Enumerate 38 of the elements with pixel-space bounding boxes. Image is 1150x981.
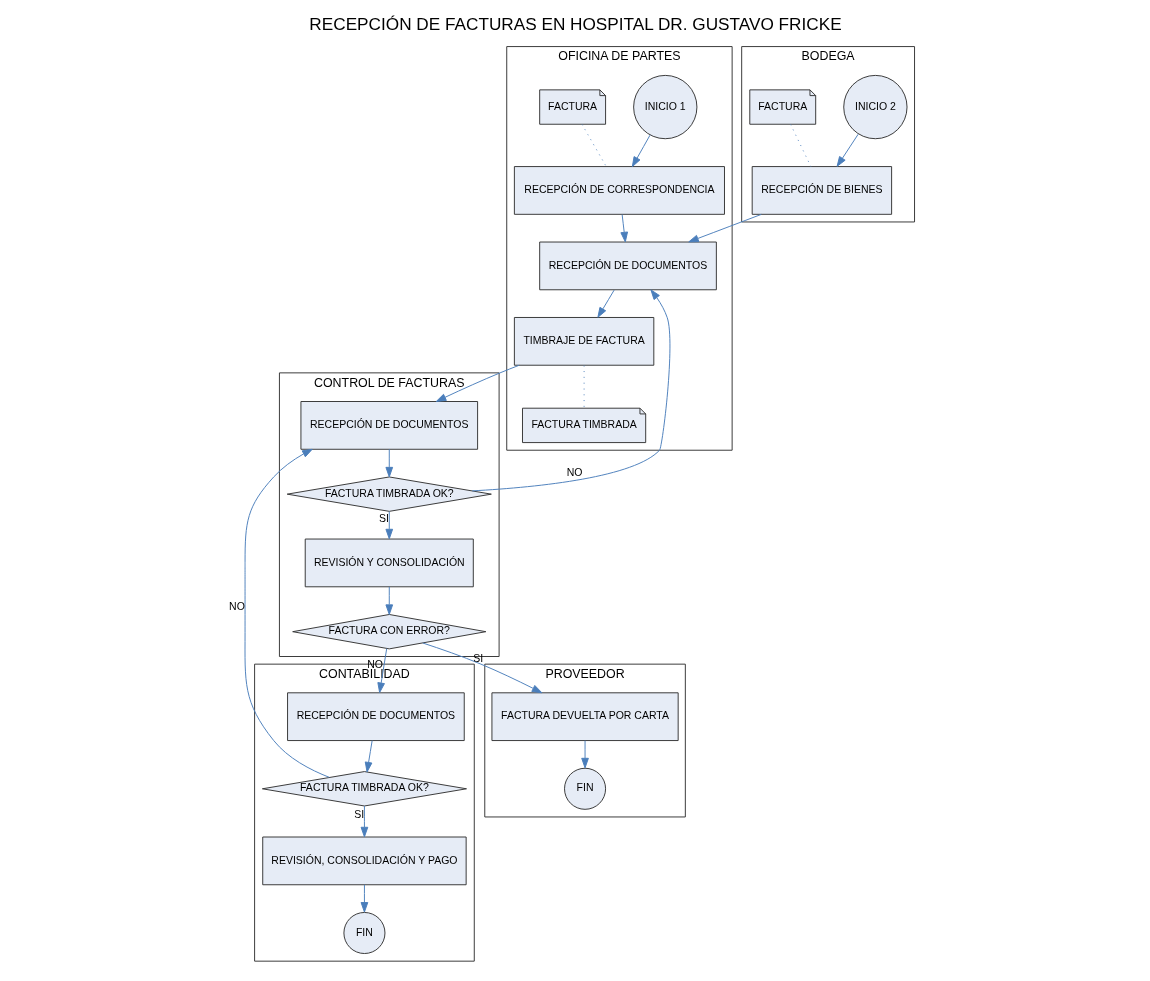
- node-diamond: FACTURA TIMBRADA OK?: [261, 771, 467, 807]
- diagram-title: RECEPCIÓN DE FACTURAS EN HOSPITAL DR. GUSTAVO FRICKE: [308, 13, 842, 34]
- node-box: TIMBRAJE DE FACTURA: [513, 317, 654, 366]
- arrow: [596, 289, 615, 318]
- arrow: [360, 884, 368, 913]
- node-box: RECEPCIÓN DE DOCUMENTOS: [538, 241, 717, 291]
- arrow: [619, 214, 628, 243]
- node-box: REVISIÓN, CONSOLIDACIÓN Y PAGO: [261, 836, 467, 886]
- arrow: [376, 648, 387, 693]
- node-diamond: FACTURA CON ERROR?: [291, 614, 486, 650]
- arrow: [384, 586, 393, 615]
- node-box: RECEPCIÓN DE DOCUMENTOS: [299, 401, 478, 450]
- node-circle: FIN: [563, 767, 606, 810]
- edge-label: NO: [566, 466, 583, 479]
- node-box: RECEPCIÓN DE CORRESPONDENCIA: [513, 166, 725, 215]
- arrow: [360, 805, 368, 838]
- arrow: [471, 289, 670, 492]
- arrow: [435, 364, 520, 402]
- arrow: [384, 511, 393, 540]
- node-box: FACTURA DEVUELTA POR CARTA: [490, 692, 679, 742]
- arrow: [836, 133, 859, 167]
- edge-label: NO: [228, 600, 245, 613]
- arrow: [631, 134, 650, 168]
- node-box: RECEPCIÓN DE DOCUMENTOS: [286, 692, 465, 742]
- node-box: REVISIÓN Y CONSOLIDACIÓN: [304, 538, 474, 588]
- arrow: [580, 740, 589, 769]
- node-diamond: FACTURA TIMBRADA OK?: [286, 476, 492, 512]
- arrow: [687, 213, 762, 243]
- edge-label: SI: [353, 808, 364, 821]
- node-circle: FIN: [342, 912, 385, 954]
- node-circle: INICIO 2: [842, 74, 907, 140]
- connector: [581, 124, 607, 168]
- node-circle: INICIO 1: [632, 74, 697, 140]
- arrow: [244, 448, 330, 778]
- arrow: [364, 740, 373, 773]
- arrow: [384, 448, 393, 478]
- node-box: RECEPCIÓN DE BIENES: [751, 166, 892, 215]
- edge-label: SI: [378, 511, 389, 524]
